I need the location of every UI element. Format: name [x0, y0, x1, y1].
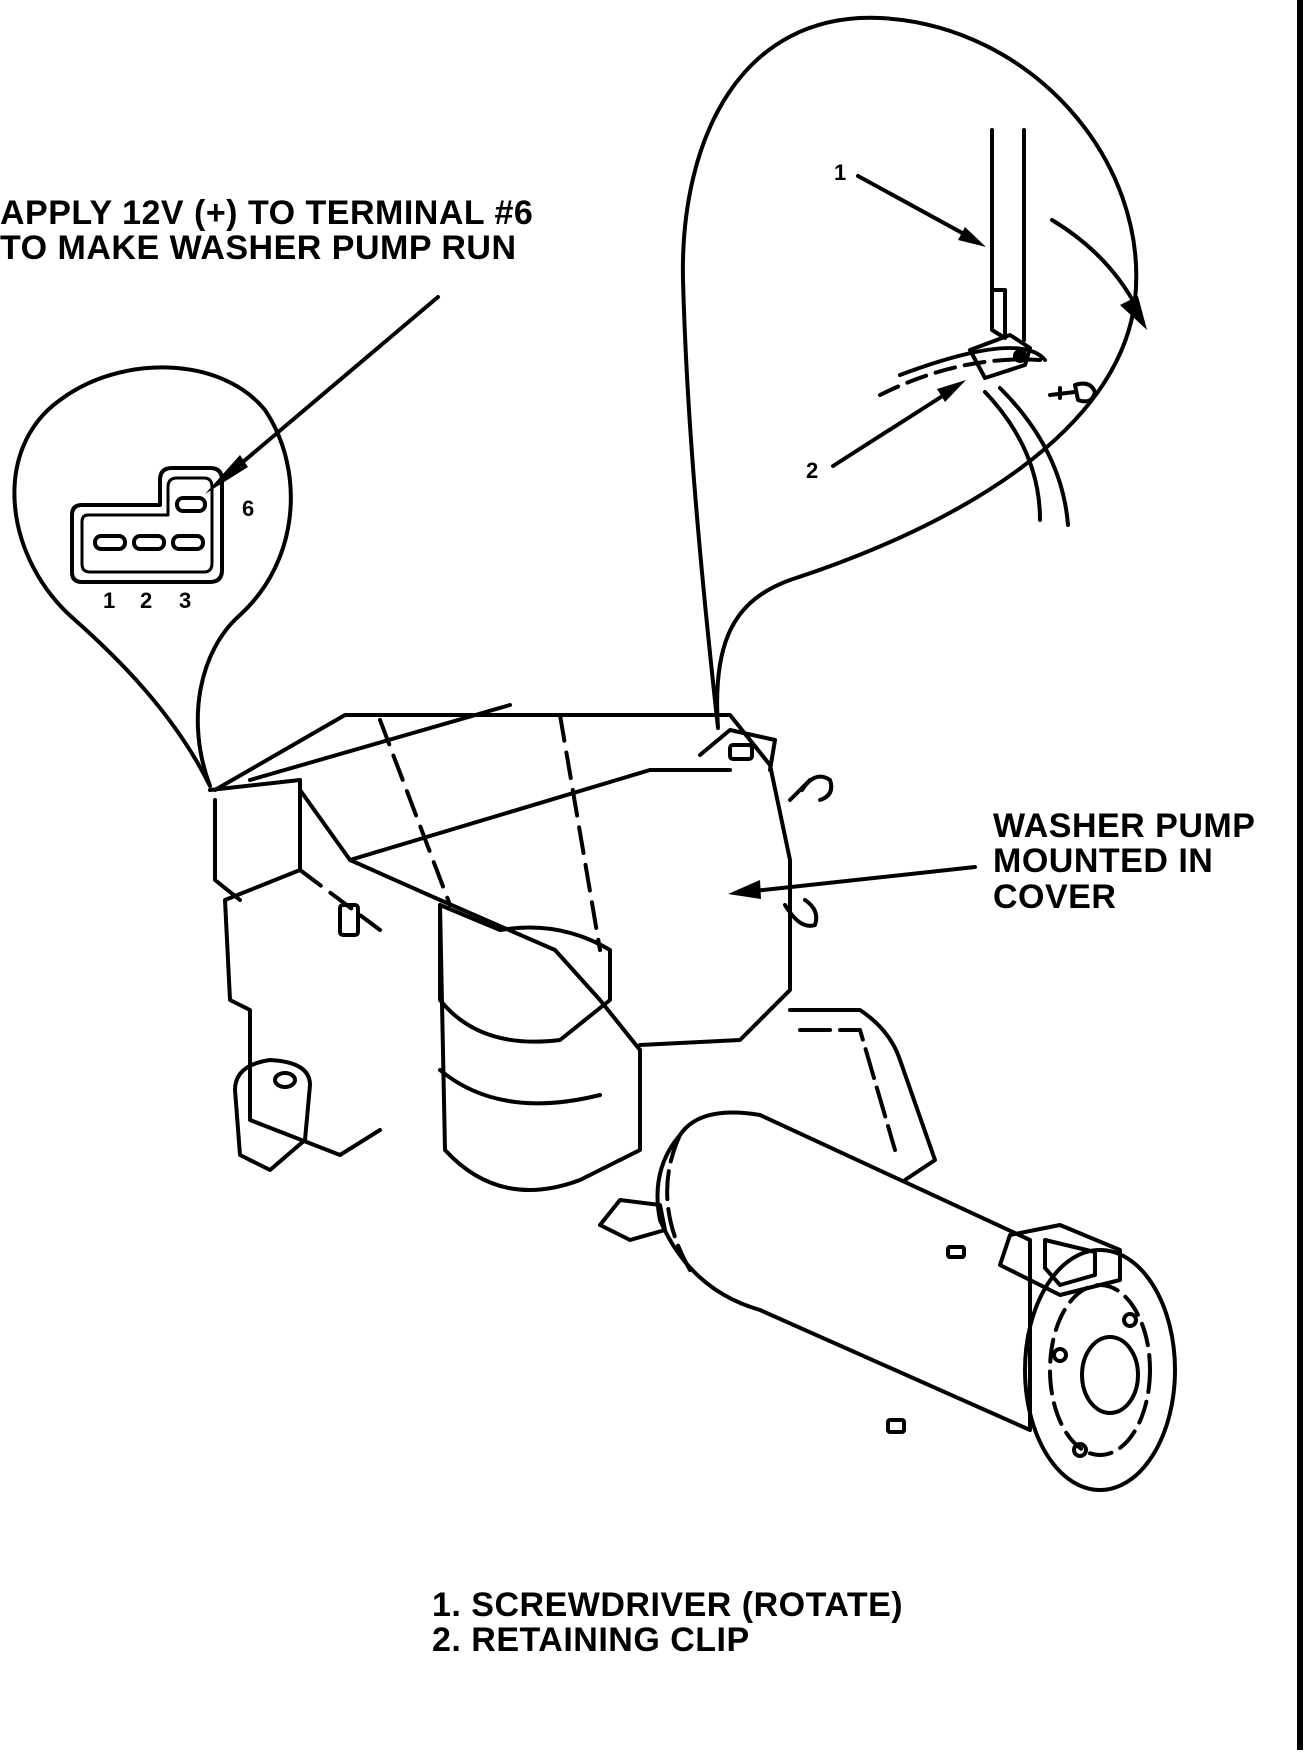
retaining-clip: [970, 335, 1030, 378]
pump-hex-housing: [440, 905, 610, 1042]
motor-body: [658, 1113, 1031, 1431]
terminal-slot-1: [95, 536, 125, 549]
pump-label-leader: [745, 867, 975, 892]
cover-top-outline: [215, 715, 790, 1045]
pump-label-arrowhead: [728, 880, 761, 899]
nozzle-top: [790, 777, 831, 800]
motor-slot-a: [948, 1247, 964, 1257]
terminal-slot-3: [173, 536, 203, 549]
motor-hole-2: [1124, 1314, 1136, 1326]
connector-pin-label-3: 3: [179, 588, 192, 613]
instruction-line-1: APPLY 12V (+) TO TERMINAL #6: [0, 194, 534, 232]
connector-pin-label-6: 6: [242, 496, 255, 521]
motor-slot-b: [888, 1420, 904, 1432]
cover-front-panel: [300, 790, 640, 1050]
legend: 1. SCREWDRIVER (ROTATE) 2. RETAINING CLI…: [432, 1586, 904, 1660]
motor-shaft: [1082, 1337, 1138, 1413]
cover-top-ridge: [250, 705, 730, 860]
mount-lug-left: [235, 1060, 310, 1170]
pump-cylinder: [440, 905, 640, 1190]
terminal-slot-6: [177, 498, 205, 511]
clip-pivot: [1015, 351, 1025, 361]
callout-2-arrowhead: [937, 380, 966, 402]
washer-pump-label: WASHER PUMP MOUNTED IN COVER: [993, 807, 1256, 916]
cover-mid-dash: [300, 715, 600, 950]
bracket-right: [790, 1010, 935, 1180]
nozzle-detail: [1050, 384, 1095, 402]
rotation-arrow-curve: [1052, 220, 1138, 310]
terminal-slot-2: [134, 536, 164, 549]
callout-1-arrowhead: [958, 227, 986, 247]
motor-connector-face: [1045, 1240, 1095, 1285]
rotation-arrowhead: [1120, 296, 1147, 330]
clip-detail-bubble: [683, 18, 1136, 728]
legend-item-retaining-clip: 2. RETAINING CLIP: [432, 1621, 750, 1660]
motor-hole-1: [1054, 1349, 1066, 1361]
mount-tab-slot: [730, 745, 752, 759]
housing-curve-outer: [900, 348, 1045, 375]
housing-curve-b: [1000, 388, 1068, 525]
bracket-right-inner: [800, 1030, 895, 1150]
motor-end-cap-inner: [1050, 1285, 1150, 1455]
instruction-arrowhead: [205, 455, 248, 494]
motor-connector: [1000, 1225, 1120, 1295]
mount-lug-hole: [275, 1073, 295, 1087]
legend-item-screwdriver: 1. SCREWDRIVER (ROTATE): [432, 1586, 904, 1624]
connector-housing-inner: [82, 478, 212, 572]
connector-detail-bubble: [14, 367, 290, 786]
pump-label-line-3: COVER: [993, 877, 1117, 916]
wiper-motor-assembly: [210, 705, 1175, 1490]
motor-end-cap: [1025, 1250, 1175, 1490]
detail-callout-1: 1: [834, 160, 847, 185]
motor-hole-3: [1074, 1444, 1086, 1456]
callout-2-leader: [833, 388, 955, 466]
connector-pin-label-1: 1: [103, 588, 116, 613]
housing-edge: [880, 359, 1040, 395]
connector-pin-label-2: 2: [140, 588, 153, 613]
motor-body-edge: [667, 1135, 690, 1270]
detail-callout-2: 2: [806, 458, 819, 483]
housing-curve-a: [985, 392, 1040, 520]
cover-slot-left: [340, 905, 358, 935]
mount-tab-right-top: [700, 730, 775, 770]
pump-label-line-2: MOUNTED IN: [993, 842, 1214, 881]
instruction-line-2: TO MAKE WASHER PUMP RUN: [0, 229, 517, 268]
nozzle-side: [785, 900, 816, 926]
screwdriver-tip: [992, 290, 1005, 338]
instruction-text: APPLY 12V (+) TO TERMINAL #6 TO MAKE WAS…: [0, 194, 534, 268]
motor-mount-tab: [600, 1200, 665, 1240]
instruction-leader-line: [218, 297, 438, 483]
pump-label-line-1: WASHER PUMP: [993, 807, 1256, 845]
callout-1-leader: [858, 176, 975, 240]
connector-housing: [72, 468, 222, 582]
cover-left-edge: [215, 800, 240, 900]
